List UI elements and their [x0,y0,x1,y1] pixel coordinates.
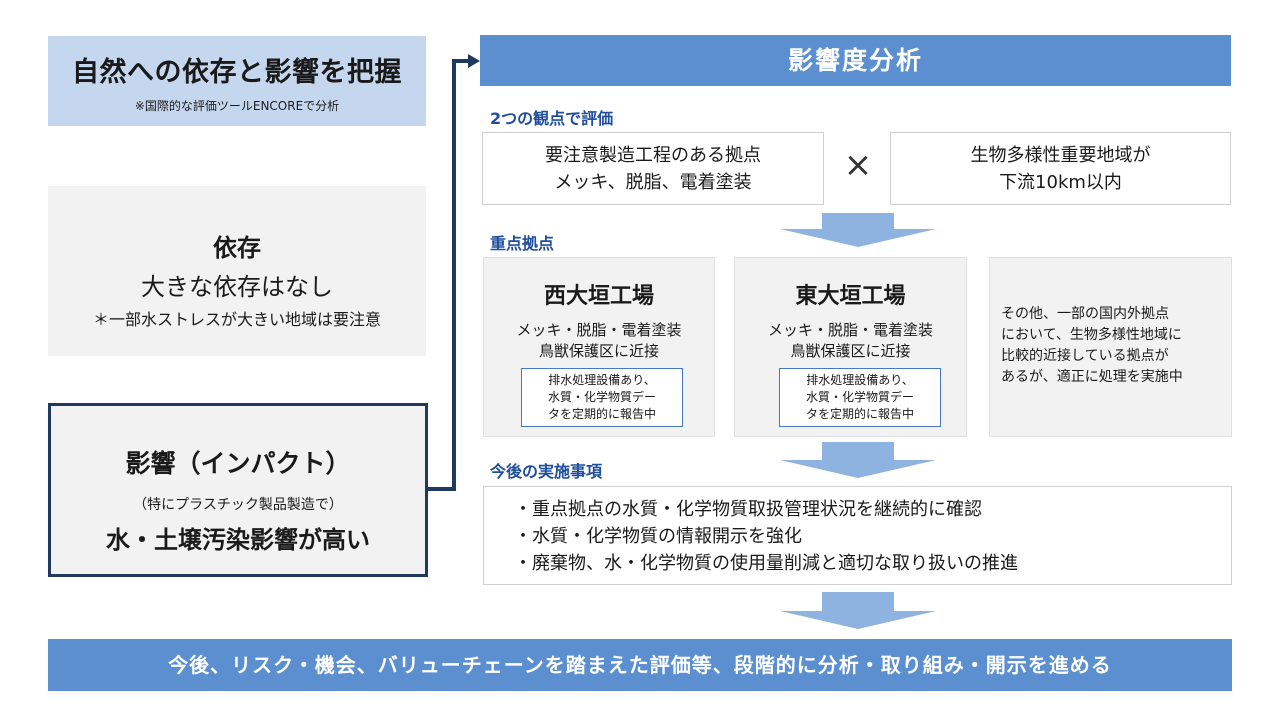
impact-box: 影響（インパクト） （特にプラスチック製品製造で） 水・土壌汚染影響が高い [48,403,428,577]
grasp-note: ※国際的な評価ツールENCOREで分析 [134,99,340,113]
grasp-title: 自然への依存と影響を把握 [72,57,402,88]
evaluation-label: 2つの観点で評価 [490,109,614,128]
other-sites-line3: 比較的近接している拠点が [1001,348,1169,364]
analysis-header: 影響度分析 [480,35,1231,86]
site-name: 東大垣工場 [795,284,906,309]
site-note: 排水処理設備あり、 水質・化学物質デー タを定期的に報告中 [521,368,683,427]
evaluation-box-process: 要注意製造工程のある拠点 メッキ、脱脂、電着塗装 [482,132,824,205]
site-desc-line1: メッキ・脱脂・電着塗装 [767,321,933,339]
future-label: 今後の実施事項 [490,462,603,481]
site-note-line3: タを定期的に報告中 [547,407,656,421]
other-sites-line2: において、生物多様性地域に [1001,327,1182,343]
evaluation-box-biodiversity: 生物多様性重要地域が 下流10km以内 [890,132,1231,205]
site-desc: メッキ・脱脂・電着塗装 鳥獣保護区に近接 [735,320,966,362]
impact-title: 影響（インパクト） [125,449,351,478]
down-arrow-3 [780,592,936,629]
site-note-line2: 水質・化学物質デー [547,390,656,404]
impact-main: 水・土壌汚染影響が高い [106,526,370,554]
grasp-box: 自然への依存と影響を把握 ※国際的な評価ツールENCOREで分析 [48,36,426,126]
site-desc-line2: 鳥獣保護区に近接 [790,342,911,360]
evaluation-box-process-line1: 要注意製造工程のある拠点 [545,145,761,166]
site-note-line3: タを定期的に報告中 [805,407,914,421]
site-desc-line2: 鳥獣保護区に近接 [538,342,659,360]
site-desc: メッキ・脱脂・電着塗装 鳥獣保護区に近接 [484,320,714,362]
dependence-box: 依存 大きな依存はなし ＊一部水ストレスが大きい地域は要注意 [48,186,426,356]
future-item: ・水質・化学物質の情報開示を強化 [514,526,802,547]
dependence-main: 大きな依存はなし [141,273,333,301]
down-arrow-2 [780,442,936,478]
site-desc-line1: メッキ・脱脂・電着塗装 [516,321,682,339]
evaluation-box-biodiversity-line1: 生物多様性重要地域が [970,145,1151,166]
site-card-nishi-ogaki: 西大垣工場 メッキ・脱脂・電着塗装 鳥獣保護区に近接 排水処理設備あり、 水質・… [483,257,715,437]
other-sites-line1: その他、一部の国内外拠点 [1001,306,1169,322]
evaluation-box-biodiversity-line2: 下流10km以内 [999,172,1122,193]
site-card-higashi-ogaki: 東大垣工場 メッキ・脱脂・電着塗装 鳥獣保護区に近接 排水処理設備あり、 水質・… [734,257,967,437]
other-sites-card: その他、一部の国内外拠点 において、生物多様性地域に 比較的近接している拠点が … [989,257,1232,437]
site-note-line2: 水質・化学物質デー [805,390,914,404]
site-note-line1: 排水処理設備あり、 [806,373,914,387]
other-sites-line4: あるが、適正に処理を実施中 [1001,369,1183,385]
future-item: ・重点拠点の水質・化学物質取扱管理状況を継続的に確認 [514,499,982,520]
site-note-line1: 排水処理設備あり、 [548,373,656,387]
priority-label: 重点拠点 [490,234,555,253]
dependence-note: ＊一部水ストレスが大きい地域は要注意 [92,310,381,329]
future-item: ・廃棄物、水・化学物質の使用量削減と適切な取り扱いの推進 [514,553,1018,574]
site-name: 西大垣工場 [543,284,654,309]
down-arrow-1 [780,213,936,247]
connector-arrow [428,54,480,491]
bottom-summary-bar: 今後、リスク・機会、バリューチェーンを踏まえた評価等、段階的に分析・取り組み・開… [48,639,1232,691]
future-actions-box: ・重点拠点の水質・化学物質取扱管理状況を継続的に確認 ・水質・化学物質の情報開示… [483,486,1232,585]
evaluation-box-process-line2: メッキ、脱脂、電着塗装 [554,172,752,193]
site-note: 排水処理設備あり、 水質・化学物質デー タを定期的に報告中 [779,368,941,427]
impact-note: （特にプラスチック製品製造で） [133,497,343,513]
dependence-title: 依存 [213,234,261,262]
times-sign: × [843,145,873,185]
